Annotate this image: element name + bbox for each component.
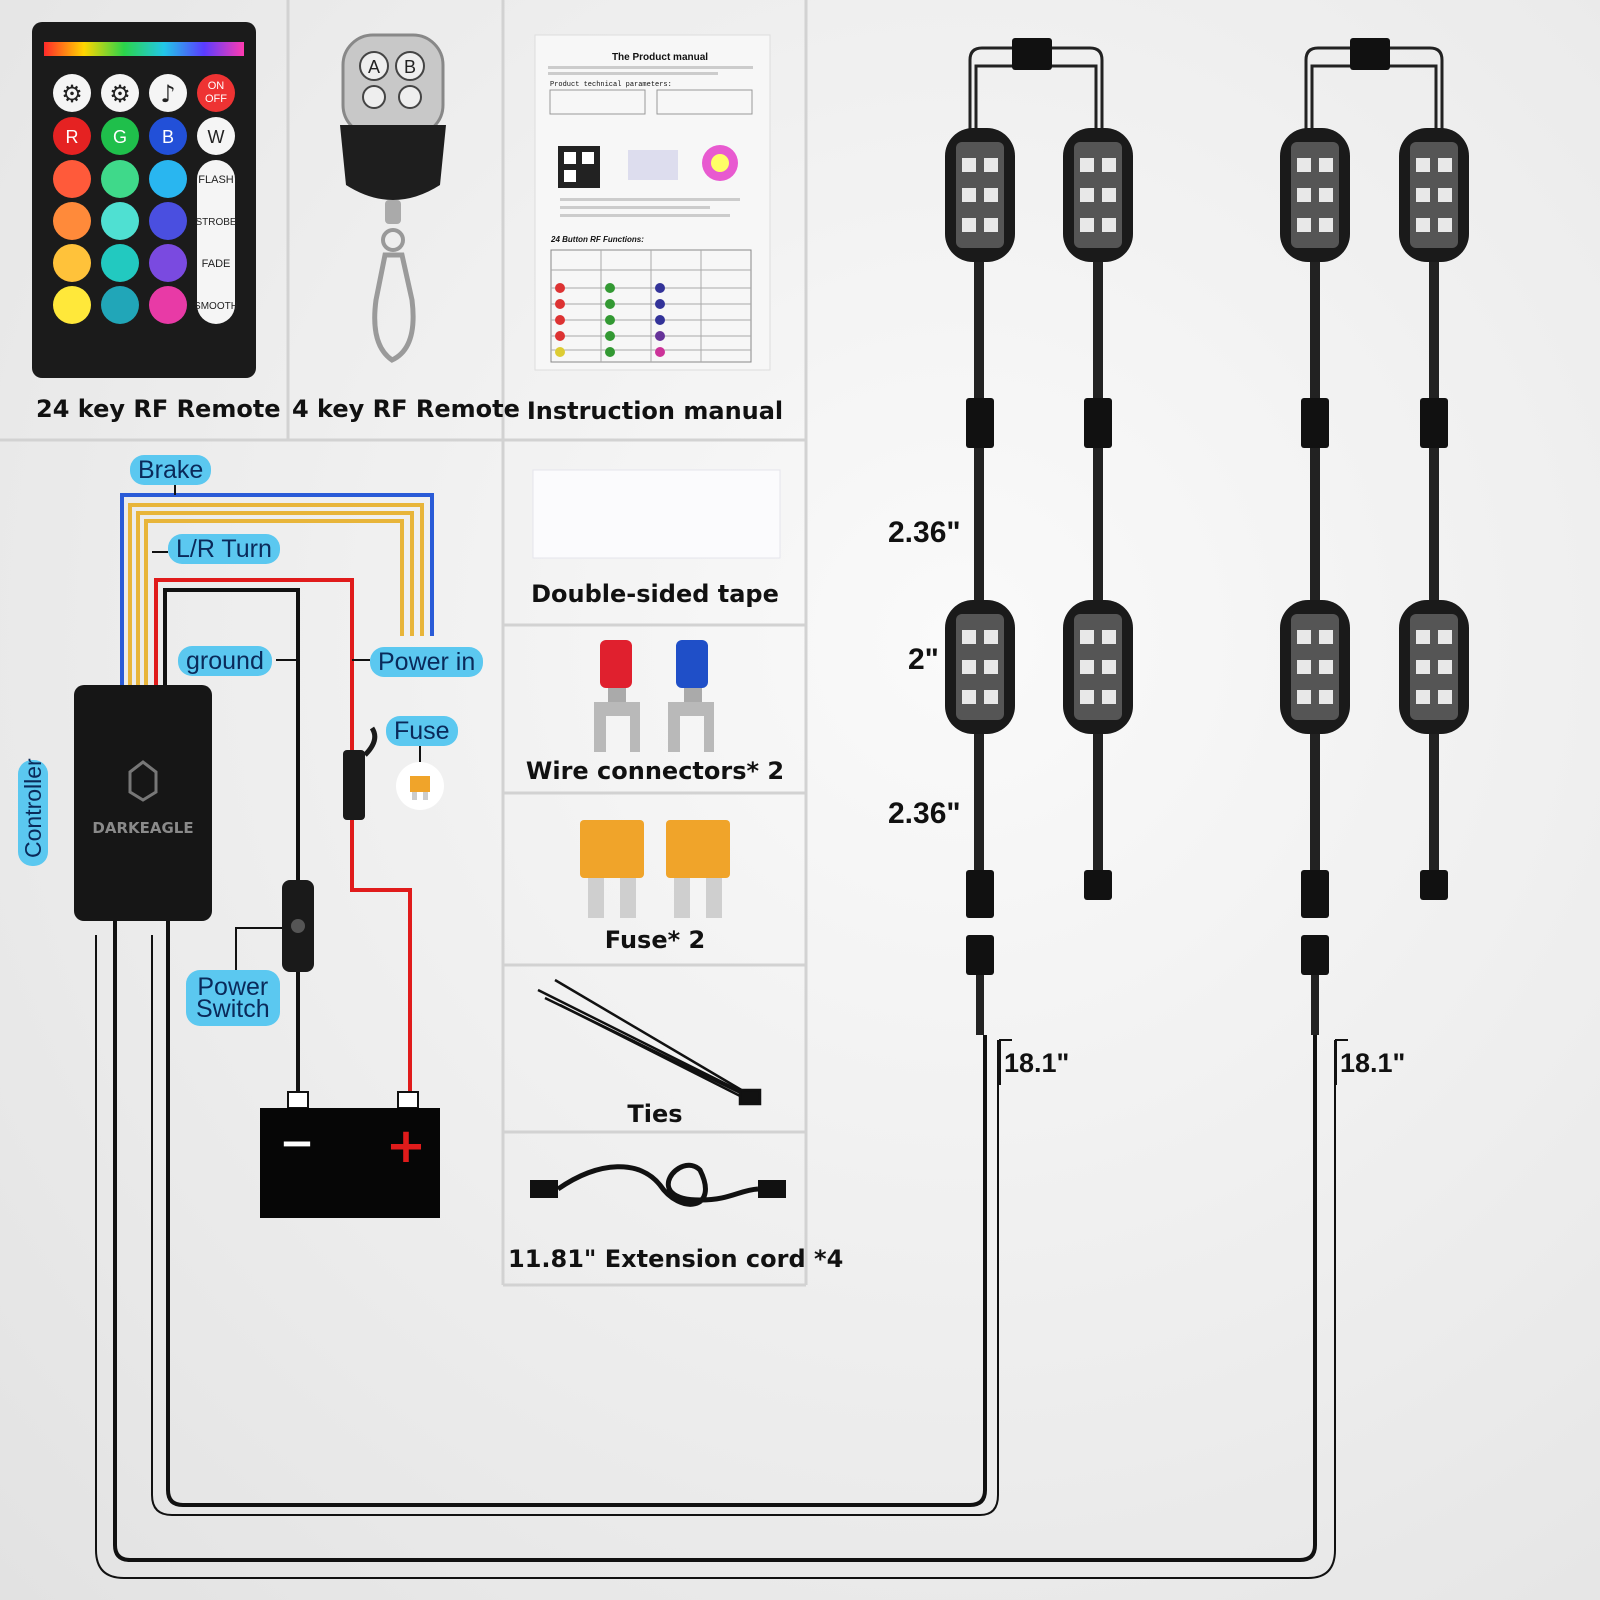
label-24-key-remote: 24 key RF Remote [36, 395, 281, 423]
label-brake: Brake [130, 455, 212, 485]
controller-output-cables [113, 921, 1317, 1562]
extension-cord-icon [530, 1162, 786, 1207]
double-sided-tape-icon [532, 469, 781, 559]
instruction-manual-icon: The Product manual Product technical par… [534, 34, 771, 371]
label-power-in: Power in [370, 647, 484, 677]
light-pods [945, 128, 1469, 734]
remote-w-key: W [208, 127, 225, 147]
remote-b4-key: B [404, 57, 416, 77]
inline-fuse-holder-icon [343, 726, 378, 820]
label-ground: ground [178, 646, 272, 676]
svg-text:⚙: ⚙ [109, 80, 131, 108]
cable-outline-lines [95, 935, 1336, 1579]
panel-grid [0, 0, 808, 1287]
wire-connectors-icon [594, 640, 714, 752]
fuse-detail-icon [396, 762, 444, 810]
label-wire-connectors: Wire connectors* 2 [525, 757, 785, 785]
manual-section-params: Product technical parameters: [550, 81, 672, 89]
remote-24-key-icon: ⚙ ⚙ ♪ ON OFF R G B W FLASH STROBE FADE S… [32, 22, 256, 378]
controller-box-icon: DARKEAGLE [74, 685, 212, 921]
label-ties: Ties [627, 1100, 683, 1128]
remote-fade-key: FADE [202, 258, 231, 270]
remote-a-key: A [368, 57, 380, 77]
label-fuse: Fuse [386, 716, 458, 746]
cable-ties-icon [537, 978, 762, 1106]
manual-title: The Product manual [612, 52, 708, 63]
label-4-key-remote: 4 key RF Remote [292, 395, 520, 423]
label-power-switch-line1: Power [197, 973, 269, 1001]
label-power-switch: Power Switch [186, 970, 280, 1026]
remote-g-key: G [113, 127, 127, 147]
label-fuses: Fuse* 2 [604, 926, 706, 954]
label-power-switch-line2: Switch [196, 995, 270, 1023]
brand-logo-text: DARKEAGLE [92, 819, 193, 837]
remote-r-key: R [66, 127, 79, 147]
pod-cables [974, 260, 1439, 870]
label-lr-turn: L/R Turn [168, 534, 280, 564]
dimension-lead-right: 18.1" [1340, 1048, 1406, 1078]
dimension-pod: 2" [908, 643, 939, 676]
dimension-lead-left: 18.1" [1004, 1048, 1070, 1078]
label-instruction-manual: Instruction manual [526, 397, 784, 425]
battery-minus: − [279, 1118, 314, 1167]
battery-icon: − + [260, 1091, 440, 1218]
remote-on-label: ON [208, 80, 225, 92]
dimension-brackets [999, 1039, 1348, 1085]
pod-top-plugs [1012, 38, 1390, 70]
dimension-gap-bottom: 2.36" [888, 797, 961, 830]
remote-flash-key: FLASH [198, 174, 234, 186]
pod-mid-connectors [966, 398, 1448, 975]
pod-led-chips [962, 158, 1452, 704]
label-controller: Controller [18, 758, 48, 866]
svg-text:⚙: ⚙ [61, 80, 83, 108]
manual-section-rf: 24 Button RF Functions: [550, 235, 644, 244]
remote-strobe-key: STROBE [195, 217, 236, 228]
battery-plus: + [386, 1118, 426, 1174]
power-switch-icon [235, 880, 314, 972]
remote-smooth-key: SMOOTH [194, 301, 238, 312]
pod-lead-cables [976, 975, 1319, 1035]
remote-off-label: OFF [205, 93, 227, 105]
remote-4-key-icon: A B [340, 33, 446, 363]
label-extension-cord: 11.81" Extension cord *4 [508, 1245, 844, 1273]
fuses-icon [580, 820, 730, 918]
wiring-harness [120, 493, 434, 1100]
label-double-sided-tape: Double-sided tape [531, 580, 779, 608]
remote-b-key: B [162, 127, 174, 147]
dimension-gap-top: 2.36" [888, 516, 961, 549]
svg-text:♪: ♪ [160, 80, 175, 108]
